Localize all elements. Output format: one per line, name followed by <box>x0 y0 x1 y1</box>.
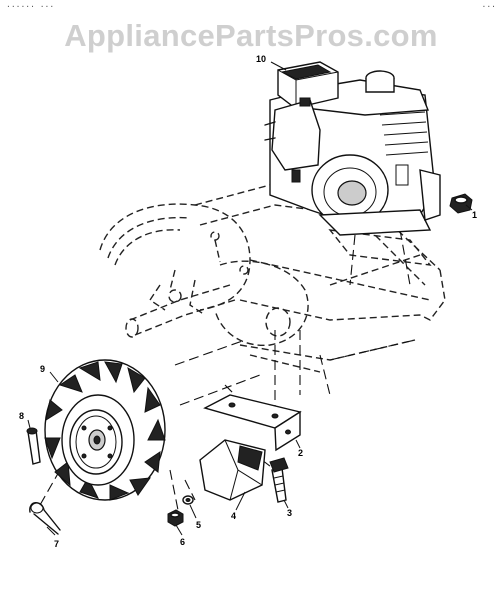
part-3-bolt <box>269 457 289 503</box>
callout-3: 3 <box>287 508 292 518</box>
callout-9: 9 <box>40 364 45 374</box>
callout-2: 2 <box>298 448 303 458</box>
engine-assembly <box>264 61 441 236</box>
part-6-nut <box>167 509 184 527</box>
header-right-text: ... <box>481 0 496 9</box>
callout-labels: 10 1 2 3 4 5 6 7 8 9 <box>19 54 477 549</box>
callout-1: 1 <box>472 210 477 220</box>
part-7-hairpin-clip <box>29 502 61 535</box>
wheel-tire-assembly <box>44 359 166 501</box>
part-1-nut <box>449 193 473 214</box>
part-5-washer <box>182 495 194 505</box>
part-4-weight-block <box>199 439 266 501</box>
callout-10: 10 <box>256 54 266 64</box>
watermark: AppliancePartsPros.com <box>64 18 438 53</box>
part-8-clevis-pin <box>26 427 41 465</box>
part-2-mounting-bracket <box>203 394 302 452</box>
callout-7: 7 <box>54 539 59 549</box>
header-left-text: ...... ... <box>6 0 55 9</box>
leader-lines <box>27 61 473 536</box>
callout-8: 8 <box>19 411 24 421</box>
callout-4: 4 <box>231 511 236 521</box>
callout-6: 6 <box>180 537 185 547</box>
tiller-frame-phantom <box>99 184 446 373</box>
callout-5: 5 <box>196 520 201 530</box>
